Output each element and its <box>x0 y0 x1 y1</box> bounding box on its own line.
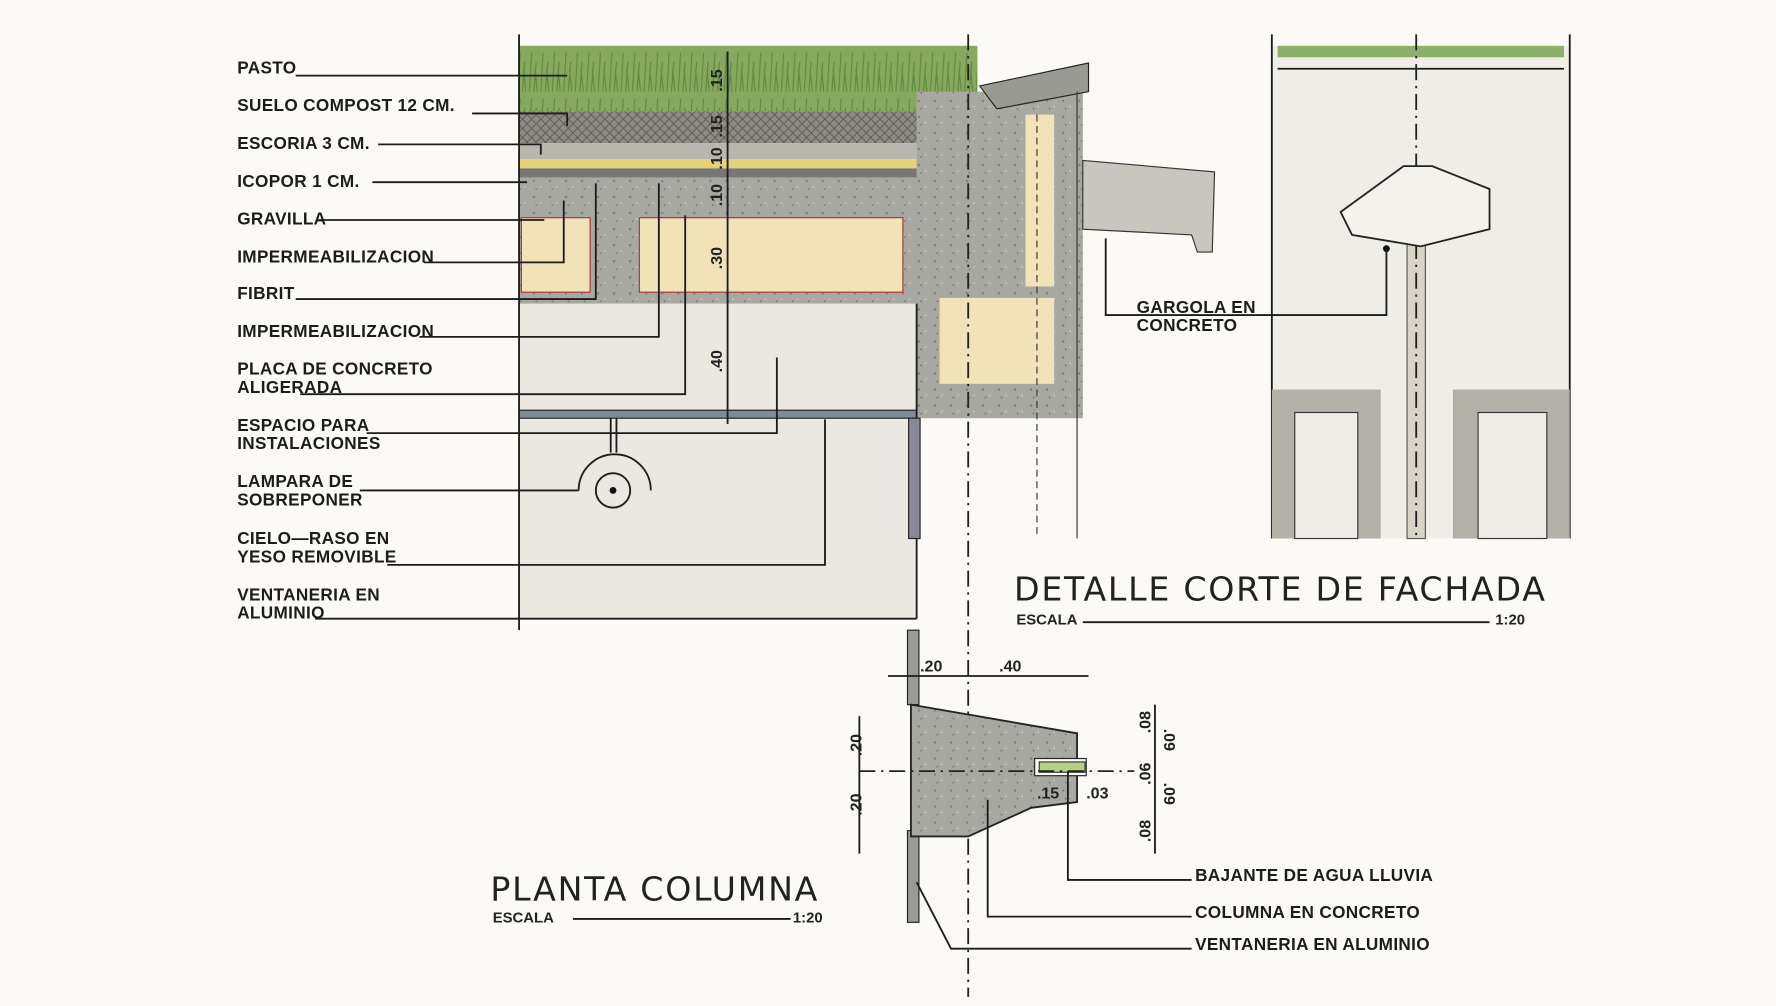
label-impermeabilizacion-2: IMPERMEABILIZACION <box>237 321 434 341</box>
detail-title-block: DETALLE CORTE DE FACHADA ESCALA 1:20 <box>1014 569 1547 628</box>
label-ventaneria-plan: VENTANERIA EN ALUMINIO <box>1195 934 1430 954</box>
dimension-label: .15 <box>708 69 726 91</box>
window-frame <box>908 417 921 540</box>
label-gargola: GARGOLA EN <box>1137 297 1256 317</box>
plan-title: PLANTA COLUMNA <box>490 870 819 909</box>
column-plan: .20 .40 .20 .20 .08 .09 .06 .09 .08 .15 … <box>848 629 1433 954</box>
plan-scale-label: ESCALA <box>493 910 554 926</box>
gravilla-layer <box>519 168 995 178</box>
facade-section: .15 .15 .10 .10 .30 .40 <box>295 34 1249 997</box>
plan-scale-value: 1:20 <box>793 910 823 926</box>
parapet-void <box>1025 114 1055 287</box>
detail-scale-label: ESCALA <box>1016 612 1077 628</box>
plan-dim: .20 <box>920 657 942 675</box>
plan-dim: .20 <box>848 793 866 815</box>
label-placa-concreto: PLACA DE CONCRETO <box>237 359 433 379</box>
label-ventaneria-2: ALUMINIO <box>237 603 325 623</box>
label-bajante: BAJANTE DE AGUA LLUVIA <box>1195 865 1433 885</box>
dimension-label: .10 <box>708 184 726 206</box>
plan-dim: .08 <box>1136 820 1154 842</box>
dimension-label: .40 <box>708 350 726 372</box>
plan-dim: .03 <box>1086 785 1108 803</box>
label-ventaneria: VENTANERIA EN <box>237 584 380 604</box>
slab-void <box>638 217 904 293</box>
label-placa-concreto-2: ALIGERADA <box>237 377 342 397</box>
section-labels: PASTO SUELO COMPOST 12 CM. ESCORIA 3 CM.… <box>237 57 1256 623</box>
detail-scale-value: 1:20 <box>1495 612 1525 628</box>
gargola <box>1082 159 1216 253</box>
plan-dim: .40 <box>999 657 1021 675</box>
label-impermeabilizacion: IMPERMEABILIZACION <box>237 246 434 266</box>
label-gargola-2: CONCRETO <box>1137 315 1238 335</box>
plan-dim: .09 <box>1160 783 1178 805</box>
plan-dim: .09 <box>1160 729 1178 751</box>
compost-layer <box>519 111 989 144</box>
beam-void <box>939 297 1055 384</box>
plan-dim: .08 <box>1136 711 1154 733</box>
downpipe <box>1038 761 1086 773</box>
plan-title-block: PLANTA COLUMNA ESCALA 1:20 <box>490 870 822 927</box>
plan-dim: .20 <box>848 734 866 756</box>
label-cielo-raso-2: YESO REMOVIBLE <box>237 547 396 567</box>
dimension-label: .10 <box>708 147 726 169</box>
lamp-icon <box>577 418 652 509</box>
leader-lines <box>295 74 1249 620</box>
gargola-plan <box>1339 165 1491 248</box>
section-dimensions: .15 .15 .10 .10 .30 .40 <box>708 69 726 372</box>
label-espacio: ESPACIO PARA <box>237 415 369 435</box>
detail-title: DETALLE CORTE DE FACHADA <box>1014 569 1547 608</box>
label-lampara: LAMPARA DE <box>237 471 353 491</box>
facade-elevation <box>1248 34 1571 540</box>
label-pasto: PASTO <box>237 57 296 77</box>
label-cielo-raso: CIELO—RASO EN <box>237 528 389 548</box>
label-gravilla: GRAVILLA <box>237 209 326 229</box>
grass-layer <box>519 45 978 112</box>
slab-void <box>520 217 591 293</box>
plan-dim: .06 <box>1136 762 1154 784</box>
label-lampara-2: SOBREPONER <box>237 489 363 509</box>
parapet-cap <box>978 62 1090 110</box>
label-icopor: ICOPOR 1 CM. <box>237 171 359 191</box>
dimension-label: .30 <box>708 247 726 269</box>
label-columna: COLUMNA EN CONCRETO <box>1195 902 1420 922</box>
ceiling-board <box>518 409 918 419</box>
plan-dim: .15 <box>1037 785 1059 803</box>
dimension-label: .15 <box>708 115 726 137</box>
label-fibrit: FIBRIT <box>237 283 295 303</box>
label-espacio-2: INSTALACIONES <box>237 433 380 453</box>
icopor-layer <box>519 159 995 169</box>
escoria-layer <box>519 143 995 160</box>
label-escoria: ESCORIA 3 CM. <box>237 133 370 153</box>
label-suelo-compost: SUELO COMPOST 12 CM. <box>237 95 455 115</box>
